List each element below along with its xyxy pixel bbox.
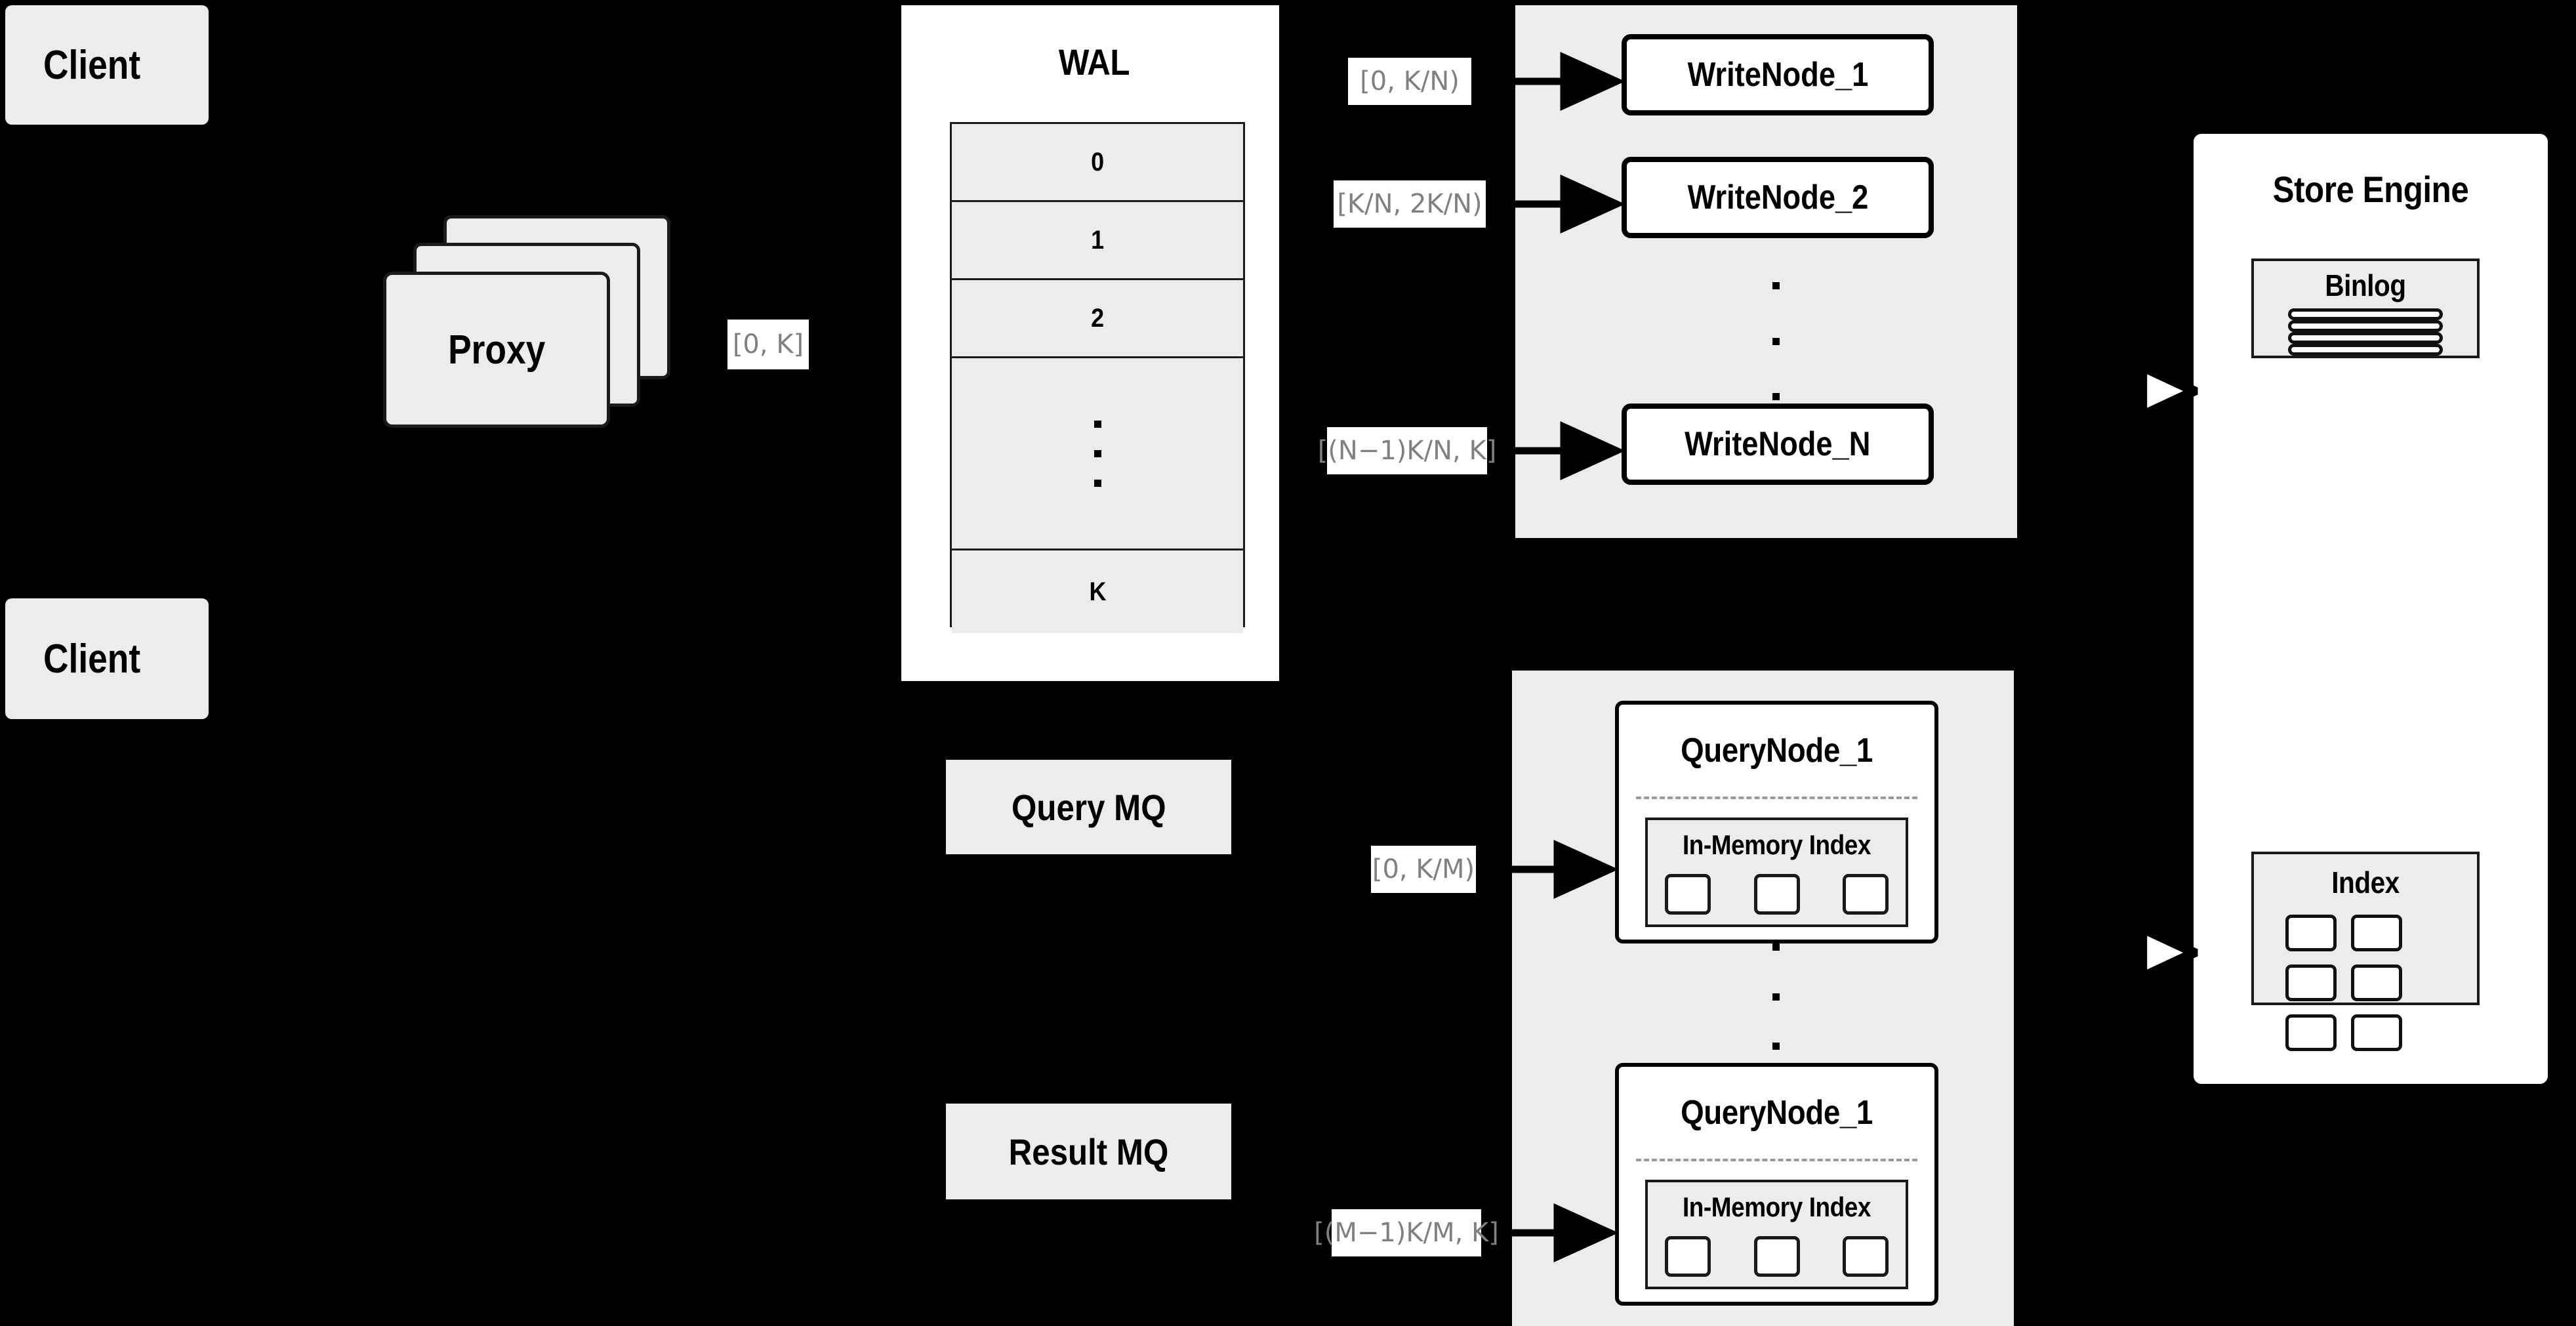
binlog-title: Binlog bbox=[2325, 268, 2406, 302]
store-index-title: Index bbox=[2331, 865, 2400, 900]
index-cell bbox=[1665, 874, 1711, 915]
query-node-label: QueryNode_1 bbox=[1681, 1094, 1873, 1132]
in-memory-index-title: In-Memory Index bbox=[1682, 829, 1871, 860]
index-cell bbox=[1665, 1236, 1711, 1277]
binlog-row bbox=[2288, 344, 2443, 356]
query-node-label: QueryNode_1 bbox=[1681, 732, 1873, 770]
index-cell bbox=[2285, 915, 2337, 951]
write-node-n-range-tag: [(N−1)K/N, K] bbox=[1318, 427, 1496, 474]
ellipsis-dot bbox=[1772, 393, 1780, 400]
write-node-1[interactable]: WriteNode_1 bbox=[1622, 34, 1934, 115]
proxy-range-tag: [0, K] bbox=[727, 320, 809, 369]
wal-row-ellipsis bbox=[952, 358, 1243, 550]
index-cell bbox=[1753, 1236, 1800, 1277]
index-cell bbox=[2285, 1014, 2337, 1051]
write-node-1-range-tag: [0, K/N) bbox=[1348, 58, 1471, 105]
store-index-panel: Index bbox=[2251, 852, 2480, 1051]
store-engine-title: Store Engine bbox=[2272, 169, 2469, 210]
ellipsis-dot bbox=[1772, 282, 1780, 289]
binlog-row bbox=[2288, 332, 2443, 344]
wal-panel: WAL 0 1 2 K bbox=[897, 1, 1283, 685]
binlog-row bbox=[2288, 308, 2443, 320]
write-group-ellipsis bbox=[1771, 282, 1780, 400]
ellipsis-dot bbox=[1094, 449, 1101, 457]
result-mq-box[interactable]: Result MQ bbox=[946, 1104, 1231, 1199]
query-node-m[interactable]: QueryNode_1 In-Memory Index bbox=[1615, 1063, 1938, 1306]
query-node-divider bbox=[1636, 797, 1917, 799]
write-node-2-range-tag: [K/N, 2K/N) bbox=[1334, 180, 1486, 228]
index-cell bbox=[1753, 874, 1800, 915]
in-memory-index-panel: In-Memory Index bbox=[1645, 1180, 1908, 1289]
index-cell bbox=[1843, 874, 1889, 915]
query-node-1[interactable]: QueryNode_1 In-Memory Index bbox=[1615, 701, 1938, 943]
ellipsis-dot bbox=[1772, 1043, 1780, 1050]
query-node-divider bbox=[1636, 1159, 1917, 1161]
index-cell bbox=[2285, 964, 2337, 1001]
ellipsis-dot bbox=[1094, 420, 1101, 428]
proxy-label: Proxy bbox=[447, 327, 546, 373]
store-engine-panel: Store Engine Binlog Index bbox=[2190, 130, 2552, 1088]
ellipsis-dot bbox=[1772, 943, 1780, 951]
proxy-box[interactable]: Proxy bbox=[383, 272, 610, 428]
in-memory-index-panel: In-Memory Index bbox=[1645, 818, 1908, 927]
client-label: Client bbox=[43, 42, 141, 88]
client-box-1[interactable]: Client bbox=[5, 5, 209, 125]
wal-row: 2 bbox=[952, 280, 1243, 358]
ellipsis-dot bbox=[1772, 993, 1780, 1001]
wal-title: WAL bbox=[1058, 41, 1130, 83]
binlog-row bbox=[2288, 320, 2443, 332]
write-node-2[interactable]: WriteNode_2 bbox=[1622, 157, 1934, 238]
wal-row: 0 bbox=[952, 124, 1243, 202]
ellipsis-dot bbox=[1094, 479, 1101, 487]
index-cell bbox=[2351, 915, 2402, 951]
query-mq-box[interactable]: Query MQ bbox=[946, 760, 1231, 854]
query-node-m-range-tag: [(M−1)K/M, K] bbox=[1314, 1209, 1499, 1256]
query-group-ellipsis bbox=[1771, 943, 1780, 1050]
ellipsis-dot bbox=[1772, 337, 1780, 345]
wal-row: 1 bbox=[952, 202, 1243, 280]
index-cell bbox=[2351, 964, 2402, 1001]
client-label: Client bbox=[43, 636, 141, 682]
wal-table: 0 1 2 K bbox=[950, 122, 1245, 633]
write-node-n[interactable]: WriteNode_N bbox=[1622, 404, 1934, 485]
index-cell bbox=[2351, 1014, 2402, 1051]
query-node-1-range-tag: [0, K/M) bbox=[1371, 846, 1476, 893]
wal-row: K bbox=[952, 550, 1243, 633]
binlog-panel: Binlog bbox=[2251, 259, 2480, 358]
in-memory-index-title: In-Memory Index bbox=[1682, 1191, 1871, 1222]
index-cell bbox=[1843, 1236, 1889, 1277]
client-box-2[interactable]: Client bbox=[5, 598, 209, 719]
